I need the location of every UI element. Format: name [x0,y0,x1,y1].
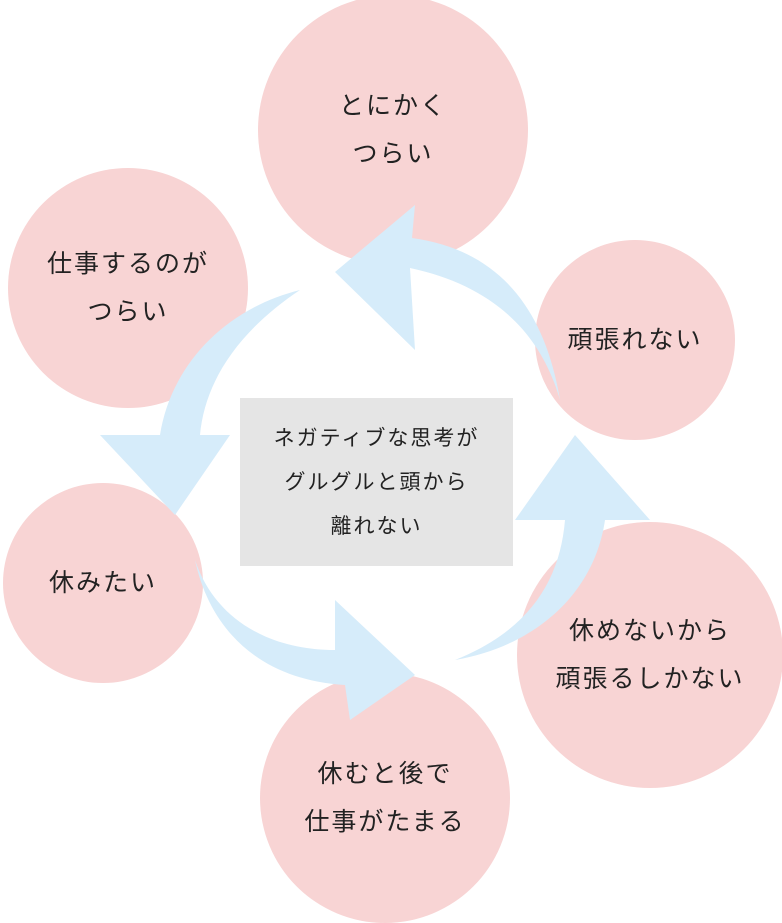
circle-tired: とにかく つらい [258,0,528,265]
circle-cant-try: 頑張れない [535,240,735,440]
circle-want-rest: 休みたい [3,483,203,683]
circle-label: 頑張れない [567,325,703,354]
circle-label: 休みたい [48,568,157,597]
circle-label: 休むと後で 仕事がたまる [304,759,466,836]
circle-label: とにかく つらい [338,91,447,168]
circle-label: 休めないから 頑張るしかない [555,616,745,693]
center-box: ネガティブな思考が グルグルと頭から 離れない [240,398,513,566]
arrow-top [335,205,560,400]
arrow-left [100,290,300,515]
circle-work-piles-up: 休むと後で 仕事がたまる [260,673,510,923]
arrow-bottom [195,560,415,720]
arrow-right [455,435,650,660]
center-text: ネガティブな思考が グルグルと頭から 離れない [273,426,480,538]
circle-label: 仕事するのが つらい [46,249,209,326]
